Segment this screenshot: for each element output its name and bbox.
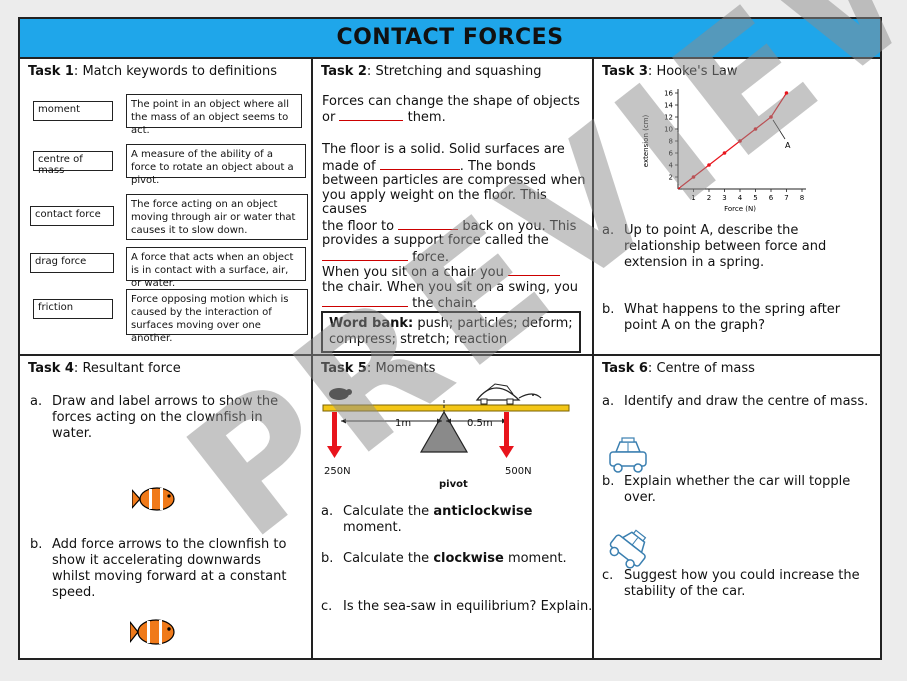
keyword-box[interactable]: contact force bbox=[30, 206, 114, 226]
task4-panel: Task 4: Resultant force a.Draw and label… bbox=[20, 356, 313, 658]
answer-blank[interactable] bbox=[379, 158, 460, 170]
task5-panel: Task 5: Moments bbox=[313, 356, 594, 658]
data-point bbox=[707, 163, 711, 167]
definition-box[interactable]: The point in an object where all the mas… bbox=[126, 94, 302, 136]
force-arrow-left bbox=[327, 446, 342, 458]
force-left-label: 250N bbox=[324, 466, 351, 477]
keyword-box[interactable]: drag force bbox=[30, 253, 114, 273]
answer-blank[interactable] bbox=[339, 109, 404, 121]
y-tick-label: 14 bbox=[664, 102, 673, 110]
worksheet: CONTACT FORCES Task 1: Match keywords to… bbox=[18, 17, 882, 660]
clownfish-icon bbox=[132, 487, 175, 511]
clownfish-icon bbox=[130, 619, 175, 645]
definition-box[interactable]: A force that acts when an object is in c… bbox=[126, 247, 306, 289]
pivot-label: pivot bbox=[439, 479, 468, 490]
x-tick-label: 6 bbox=[769, 194, 774, 202]
task5-heading: Task 5: Moments bbox=[321, 361, 436, 376]
tortoise-icon bbox=[475, 383, 542, 405]
x-tick-label: 4 bbox=[738, 194, 743, 202]
task3-heading: Task 3: Hooke's Law bbox=[602, 64, 738, 79]
task1-panel: Task 1: Match keywords to definitions mo… bbox=[20, 59, 313, 356]
distance-left-label: 1m bbox=[395, 418, 412, 429]
data-point bbox=[769, 115, 773, 119]
y-tick-label: 2 bbox=[669, 174, 673, 182]
seesaw-diagram bbox=[322, 383, 570, 458]
force-arrow-right bbox=[499, 446, 514, 458]
x-tick-label: 5 bbox=[753, 194, 757, 202]
x-tick-label: 1 bbox=[691, 194, 695, 202]
task6-heading: Task 6: Centre of mass bbox=[602, 361, 755, 376]
series-line bbox=[677, 92, 788, 190]
answer-blank[interactable] bbox=[322, 249, 408, 261]
x-axis-label: Force (N) bbox=[724, 205, 756, 213]
answer-blank[interactable] bbox=[322, 295, 408, 307]
y-axis-label: extension (cm) bbox=[642, 114, 650, 167]
annotation-arrow bbox=[772, 119, 786, 140]
x-tick-label: 3 bbox=[722, 194, 726, 202]
x-tick-label: 7 bbox=[784, 194, 788, 202]
data-point bbox=[691, 175, 696, 179]
definition-box[interactable]: Force opposing motion which is caused by… bbox=[126, 289, 308, 344]
data-point bbox=[722, 151, 727, 155]
pivot-triangle bbox=[419, 410, 469, 453]
keyword-box[interactable]: friction bbox=[33, 299, 113, 319]
car-tilted-icon bbox=[609, 529, 647, 569]
seesaw-beam bbox=[322, 404, 570, 412]
data-point bbox=[753, 127, 758, 131]
task6-panel: Task 6: Centre of mass a.Identify and dr… bbox=[602, 361, 869, 599]
y-tick-label: 10 bbox=[664, 126, 673, 134]
y-tick-label: 6 bbox=[669, 150, 674, 158]
task4-heading: Task 4: Resultant force bbox=[28, 361, 181, 376]
page-title: CONTACT FORCES bbox=[20, 19, 880, 59]
distance-right-label: 0.5m bbox=[467, 418, 493, 429]
task2-paragraph-3: When you sit on a chair you the chair. W… bbox=[322, 264, 579, 311]
force-right-label: 500N bbox=[505, 466, 532, 477]
task2-panel: Task 2: Stretching and squashing Forces … bbox=[313, 59, 594, 356]
data-point bbox=[784, 91, 789, 95]
keyword-box[interactable]: centre of mass bbox=[33, 151, 113, 176]
x-tick-label: 2 bbox=[707, 194, 711, 202]
task2-paragraph-2: The floor is a solid. Solid surfaces are… bbox=[322, 142, 586, 265]
beetle-icon bbox=[329, 388, 352, 400]
data-point bbox=[738, 139, 742, 143]
task1-heading: Task 1: Match keywords to definitions bbox=[28, 64, 277, 79]
task2-heading: Task 2: Stretching and squashing bbox=[321, 64, 542, 79]
point-a-label: A bbox=[785, 141, 791, 150]
task2-paragraph-1: Forces can change the shape of objects o… bbox=[322, 94, 580, 125]
answer-blank[interactable] bbox=[398, 218, 459, 230]
keyword-box[interactable]: moment bbox=[33, 101, 113, 121]
y-tick-label: 8 bbox=[669, 138, 673, 146]
y-tick-label: 16 bbox=[664, 90, 673, 98]
answer-blank[interactable] bbox=[508, 264, 560, 276]
definition-box[interactable]: A measure of the ability of a force to r… bbox=[126, 144, 306, 186]
car-upright-icon bbox=[609, 437, 647, 473]
word-bank: Word bank: push; particles; deform; comp… bbox=[321, 311, 581, 353]
x-tick-label: 8 bbox=[800, 194, 804, 202]
y-tick-label: 4 bbox=[669, 162, 674, 170]
definition-box[interactable]: The force acting on an object moving thr… bbox=[126, 194, 308, 240]
y-tick-label: 12 bbox=[664, 114, 673, 122]
